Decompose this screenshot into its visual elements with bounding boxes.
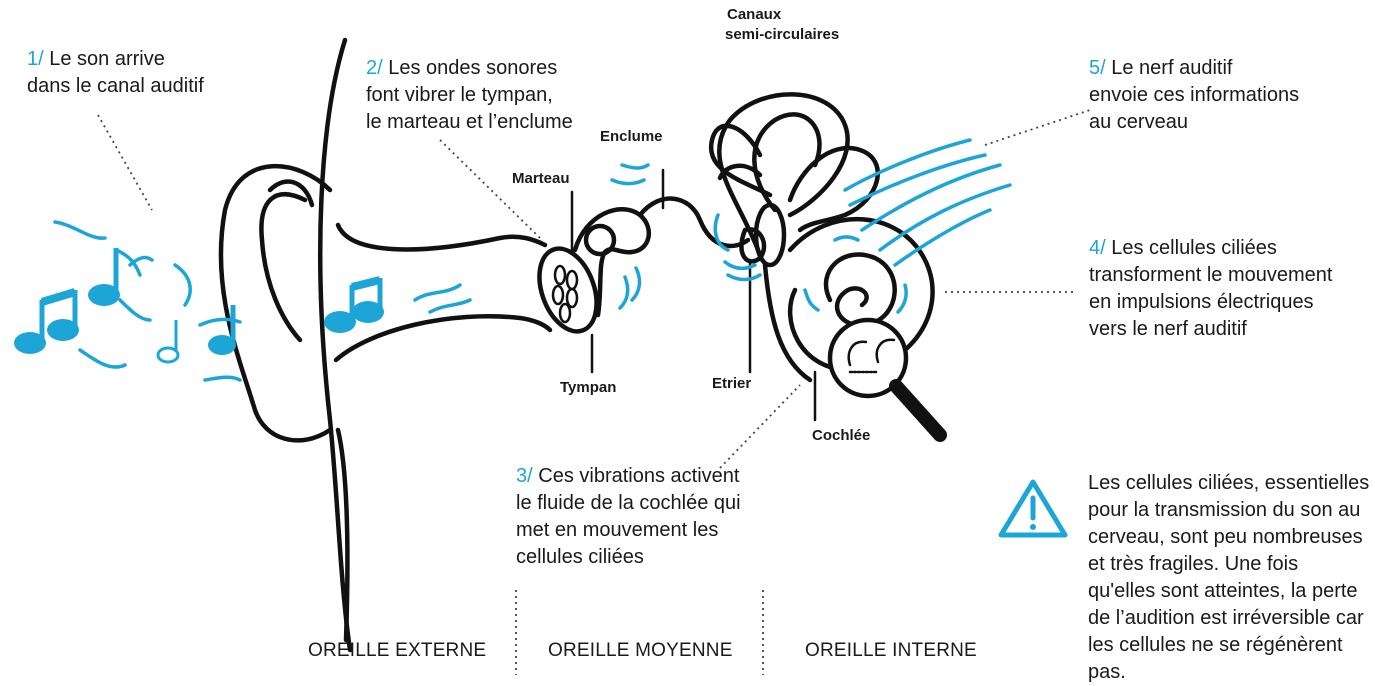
- step-text: au cerveau: [1089, 111, 1188, 133]
- step-text: vers le nerf auditif: [1089, 318, 1247, 340]
- step-text: le marteau et l’enclume: [366, 111, 573, 133]
- label-etrier: Etrier: [712, 375, 751, 393]
- step-text: le fluide de la cochlée qui: [516, 492, 741, 514]
- step-text: Ces vibrations activent: [538, 465, 739, 487]
- label-canaux: Canaux: [727, 6, 781, 24]
- step-text: Les ondes sonores: [388, 57, 557, 79]
- auditory-nerve: [845, 140, 1010, 265]
- outer-ear: [221, 40, 350, 650]
- step-text: Le son arrive: [49, 48, 165, 70]
- step-text: dans le canal auditif: [27, 75, 204, 97]
- label-enclume: Enclume: [600, 128, 663, 146]
- label-marteau: Marteau: [512, 170, 570, 188]
- step-text: Le nerf auditif: [1111, 57, 1232, 79]
- step-text: met en mouvement les: [516, 519, 718, 541]
- tympan: [529, 241, 607, 372]
- step-number: 3/: [516, 465, 533, 487]
- step-number: 1/: [27, 48, 44, 70]
- step-text: Les cellules ciliées: [1111, 237, 1277, 259]
- step-text: cellules ciliées: [516, 546, 644, 568]
- step-number: 5/: [1089, 57, 1106, 79]
- step-number: 4/: [1089, 237, 1106, 259]
- step-1: 1/ Le son arrive dans le canal auditif: [27, 46, 204, 100]
- step-text: envoie ces informations: [1089, 84, 1299, 106]
- step-text: transforment le mouvement: [1089, 264, 1332, 286]
- step-2: 2/ Les ondes sonores font vibrer le tymp…: [366, 55, 573, 136]
- step-5: 5/ Le nerf auditif envoie ces informatio…: [1089, 55, 1299, 136]
- label-canaux-line1: Canaux: [727, 6, 781, 23]
- label-cochlee: Cochlée: [812, 427, 870, 445]
- section-oreille-interne: OREILLE INTERNE: [805, 640, 977, 662]
- music-notes-icon: [14, 248, 384, 362]
- step-text: en impulsions électriques: [1089, 291, 1314, 313]
- section-oreille-moyenne: OREILLE MOYENNE: [548, 640, 733, 662]
- step-text: font vibrer le tympan,: [366, 84, 553, 106]
- warning-triangle-icon: [1001, 482, 1065, 535]
- magnifier-icon: [830, 320, 940, 435]
- label-semi-circulaires: semi-circulaires: [725, 26, 839, 44]
- section-oreille-externe: OREILLE EXTERNE: [308, 640, 486, 662]
- step-3: 3/ Ces vibrations activent le fluide de …: [516, 463, 741, 571]
- sound-waves: [55, 222, 240, 380]
- step-number: 2/: [366, 57, 383, 79]
- label-tympan: Tympan: [560, 379, 616, 397]
- step-4: 4/ Les cellules ciliées transforment le …: [1089, 235, 1332, 343]
- warning-text: Les cellules ciliées, essentielles pour …: [1088, 470, 1370, 686]
